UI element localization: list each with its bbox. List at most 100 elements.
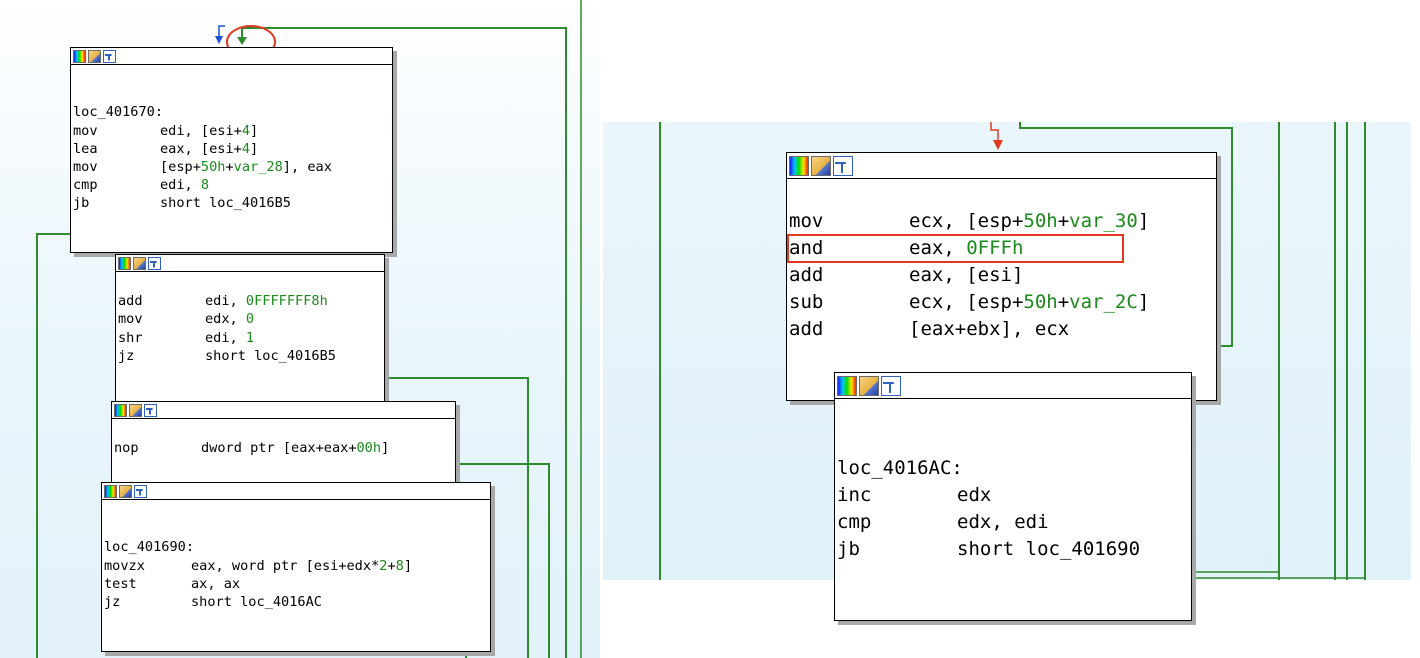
mnemonic: jz — [118, 347, 135, 364]
label-line: loc_4016AC: — [837, 457, 963, 479]
blank-line — [104, 520, 488, 538]
operands: edx, edi — [957, 511, 1049, 533]
operands: [eax+ebx], ecx — [909, 318, 1070, 340]
node-color-icon[interactable] — [837, 375, 857, 396]
edge-in-red — [990, 122, 999, 144]
operands: eax, [esi+4] — [160, 140, 259, 157]
instruction-line: add [eax+ebx], ecx — [789, 316, 1214, 343]
instruction-line: lea eax, [esi+4] — [73, 140, 390, 158]
instruction-line: mov edx, 0 — [118, 310, 382, 328]
operands: ecx, [esp+50h+var_30] — [909, 210, 1150, 232]
node-color-icon[interactable] — [104, 484, 117, 498]
node-edit-icon[interactable] — [811, 155, 831, 176]
instruction-line: sub ecx, [esp+50h+var_2C] — [789, 289, 1214, 316]
node-graph-icon[interactable] — [134, 484, 147, 498]
mnemonic: add — [118, 293, 143, 310]
operands: eax, word ptr [esi+edx*2+8] — [191, 557, 412, 574]
node-edit-icon[interactable] — [859, 375, 879, 396]
node-color-icon[interactable] — [73, 49, 86, 63]
instruction-line: shr edi, 1 — [118, 329, 382, 347]
instruction-line: movzx eax, word ptr [esi+edx*2+8] — [104, 557, 488, 575]
blank-line — [837, 428, 1189, 455]
mnemonic: nop — [114, 440, 139, 457]
block-toolbar — [835, 373, 1191, 399]
operands: short loc_4016AC — [191, 594, 322, 611]
mnemonic: add — [789, 264, 824, 286]
node-edit-icon[interactable] — [133, 256, 146, 270]
instruction-line-highlighted: and eax, 0FFFh — [787, 234, 1214, 263]
block-toolbar — [116, 255, 384, 272]
mnemonic: movzx — [104, 557, 145, 574]
node-color-icon[interactable] — [789, 155, 809, 176]
operands: edx, 0 — [205, 311, 255, 328]
instruction-line: jz short loc_4016B5 — [118, 347, 382, 365]
operands: edi, 1 — [205, 329, 255, 346]
instruction-line: mov edi, [esi+4] — [73, 122, 390, 140]
node-graph-icon[interactable] — [103, 49, 116, 63]
node-edit-icon[interactable] — [129, 403, 142, 417]
operands: ax, ax — [191, 575, 241, 592]
mnemonic: sub — [789, 291, 824, 313]
mnemonic: cmp — [73, 177, 98, 194]
arrow-blue — [215, 36, 223, 44]
block-toolbar — [71, 48, 392, 65]
node-color-icon[interactable] — [118, 256, 131, 270]
mnemonic: mov — [118, 311, 143, 328]
label-line: loc_401670: — [73, 104, 164, 121]
instruction-line: mov [esp+50h+var_28], eax — [73, 158, 390, 176]
mnemonic: mov — [789, 210, 824, 232]
mnemonic: lea — [73, 140, 98, 157]
node-edit-icon[interactable] — [119, 484, 132, 498]
mnemonic: and — [789, 237, 824, 259]
node-graph-icon[interactable] — [144, 403, 157, 417]
instruction-line: add eax, [esi] — [789, 262, 1214, 289]
operands: edi, 8 — [160, 177, 210, 194]
mnemonic: inc — [837, 484, 872, 506]
right-graph-panel[interactable]: mov ecx, [esp+50h+var_30]and eax, 0FFFh add… — [603, 122, 1411, 621]
mnemonic: jb — [837, 538, 860, 560]
instruction-line: test ax, ax — [104, 575, 488, 593]
node-color-icon[interactable] — [114, 403, 127, 417]
node-graph-icon[interactable] — [881, 375, 901, 396]
operands: short loc_4016B5 — [205, 347, 336, 364]
block-toolbar — [787, 153, 1216, 179]
operands: [esp+50h+var_28], eax — [160, 159, 332, 176]
arrow-green — [237, 37, 247, 45]
instruction-line: inc edx — [837, 482, 1189, 509]
node-edit-icon[interactable] — [88, 49, 101, 63]
mnemonic: mov — [73, 159, 98, 176]
instruction-line: cmp edi, 8 — [73, 176, 390, 194]
mnemonic: add — [789, 318, 824, 340]
mnemonic: shr — [118, 329, 143, 346]
node-graph-icon[interactable] — [148, 256, 161, 270]
operands: short loc_4016B5 — [160, 195, 291, 212]
blank-line — [73, 85, 390, 103]
operands: eax, 0FFFh — [909, 237, 1024, 259]
mnemonic: jb — [73, 195, 90, 212]
operands: eax, [esi] — [909, 264, 1024, 286]
operands: edx — [957, 484, 992, 506]
instruction-line: cmp edx, edi — [837, 509, 1189, 536]
operands: edi, [esi+4] — [160, 122, 259, 139]
instruction-line: jb short loc_4016B5 — [73, 194, 390, 212]
node-graph-icon[interactable] — [833, 155, 853, 176]
mnemonic: test — [104, 575, 137, 592]
block-toolbar — [112, 402, 455, 419]
highlight-box — [787, 234, 1124, 263]
arrow-red-in — [993, 140, 1003, 150]
block-toolbar — [102, 483, 490, 500]
code-block-and-fffh[interactable]: mov ecx, [esp+50h+var_30]and eax, 0FFFh add… — [786, 152, 1217, 401]
mnemonic: cmp — [837, 511, 872, 533]
mnemonic: mov — [73, 122, 98, 139]
operands: ecx, [esp+50h+var_2C] — [909, 291, 1150, 313]
instruction-line: mov ecx, [esp+50h+var_30] — [789, 208, 1214, 235]
